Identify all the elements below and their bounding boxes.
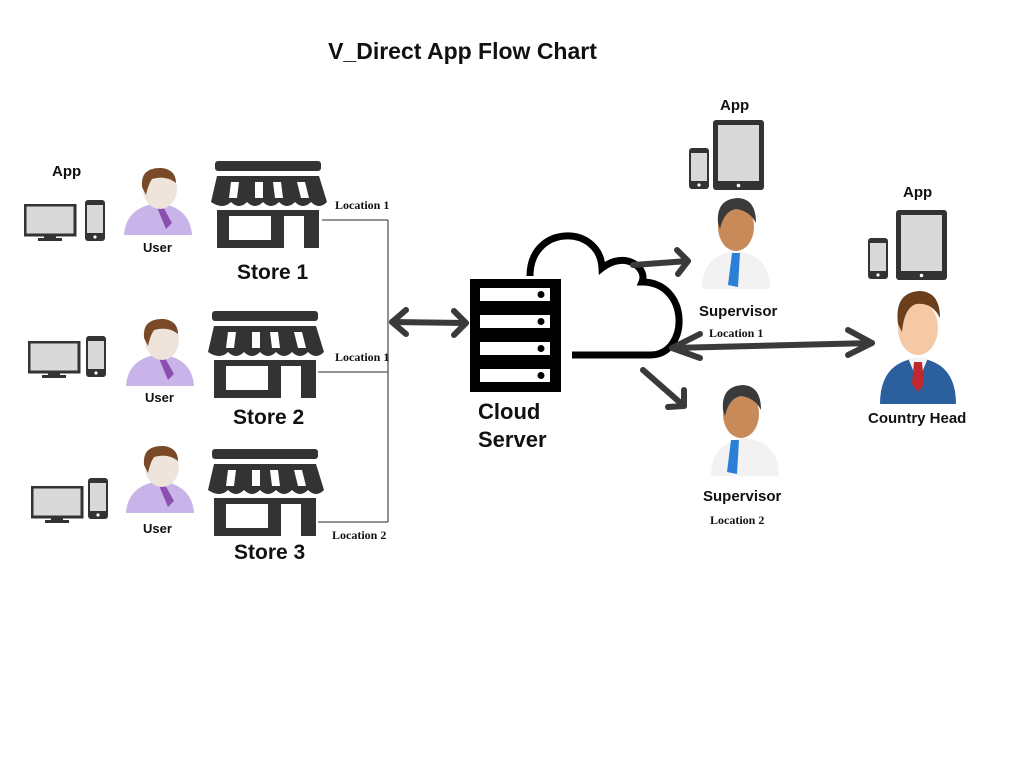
cloud-country-head-double-arrow bbox=[669, 327, 875, 361]
cloud-server-line1: Cloud bbox=[478, 399, 541, 424]
storefront-icon bbox=[208, 311, 324, 398]
smartphone-icon bbox=[88, 478, 108, 519]
tablet-icon bbox=[896, 210, 947, 280]
desktop-monitor-icon bbox=[24, 204, 77, 241]
desktop-monitor-icon bbox=[31, 486, 84, 523]
store2-name: Store 2 bbox=[233, 406, 305, 429]
supervisor1-label: Supervisor bbox=[699, 303, 778, 320]
smartphone-icon bbox=[86, 336, 106, 377]
store2-location: Location 1 bbox=[335, 350, 390, 364]
supervisor2-label: Supervisor bbox=[703, 488, 782, 505]
store1-user-label: User bbox=[143, 240, 172, 255]
country-head-app-label: App bbox=[903, 184, 933, 201]
supervisor1-app-label: App bbox=[720, 97, 750, 114]
store1-location: Location 1 bbox=[335, 198, 390, 212]
bus-server-double-arrow bbox=[389, 307, 469, 338]
country-head-avatar-icon bbox=[880, 291, 956, 404]
store1-name: Store 1 bbox=[237, 261, 309, 284]
server-rack-icon bbox=[470, 279, 561, 392]
tablet-icon bbox=[713, 120, 764, 190]
smartphone-icon bbox=[689, 148, 709, 189]
smartphone-icon bbox=[85, 200, 105, 241]
storefront-icon bbox=[211, 161, 327, 248]
cloud-server-line2: Server bbox=[478, 427, 547, 452]
store3-location: Location 2 bbox=[332, 528, 387, 542]
desktop-monitor-icon bbox=[28, 341, 81, 378]
supervisor2-location: Location 2 bbox=[710, 513, 765, 527]
smartphone-icon bbox=[868, 238, 888, 279]
store3-user-label: User bbox=[143, 521, 172, 536]
store1-app-label: App bbox=[52, 163, 82, 180]
storefront-icon bbox=[208, 449, 324, 536]
supervisor1-location: Location 1 bbox=[709, 326, 764, 340]
store2-user-label: User bbox=[145, 390, 174, 405]
user-avatar-icon bbox=[126, 445, 194, 513]
country-head-label: Country Head bbox=[868, 410, 967, 427]
store3-name: Store 3 bbox=[234, 541, 306, 564]
user-avatar-icon bbox=[126, 318, 194, 386]
store-bus-lines bbox=[318, 219, 389, 523]
diagram-title: V_Direct App Flow Chart bbox=[328, 38, 597, 64]
supervisor-avatar-icon bbox=[702, 198, 770, 289]
cloud-server-label: Cloud Server bbox=[478, 398, 547, 454]
supervisor-avatar-icon bbox=[711, 385, 779, 476]
arrow-to-supervisor-2 bbox=[640, 367, 687, 410]
user-avatar-icon bbox=[124, 167, 192, 235]
arrow-to-supervisor-1 bbox=[630, 247, 691, 277]
